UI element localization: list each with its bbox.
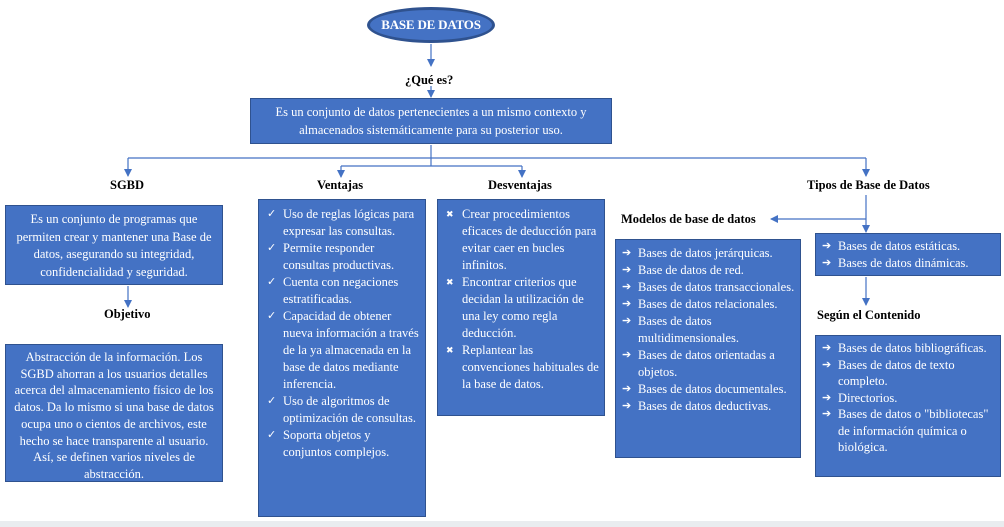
list-item: ✓Cuenta con negaciones estratificadas. xyxy=(267,275,399,306)
tipos-basic-box: ➔Bases de datos estáticas. ➔Bases de dat… xyxy=(815,233,1001,276)
models-list: ➔Bases de datos jerárquicas. ➔Base de da… xyxy=(616,245,796,415)
x-mark-icon: ✖ xyxy=(446,209,454,219)
arrow-right-icon: ➔ xyxy=(822,408,832,420)
list-item: ➔Directorios. xyxy=(822,390,898,405)
arrow-right-icon: ➔ xyxy=(622,281,632,293)
arrow-right-icon: ➔ xyxy=(622,315,632,327)
x-mark-icon: ✖ xyxy=(446,277,454,287)
arrow-right-icon: ➔ xyxy=(822,240,832,252)
list-item: ✓Uso de reglas lógicas para expresar las… xyxy=(267,207,415,238)
sgbd-box: Es un conjunto de programas que permiten… xyxy=(5,205,223,285)
tipos-label: Tipos de Base de Datos xyxy=(807,178,930,192)
definition-box: Es un conjunto de datos pertenecientes a… xyxy=(250,98,612,144)
ventajas-box: ✓Uso de reglas lógicas para expresar las… xyxy=(258,199,426,517)
list-item: ➔Bases de datos transaccionales. xyxy=(622,280,795,294)
question-label: ¿Qué es? xyxy=(405,73,454,87)
check-icon: ✓ xyxy=(267,310,277,322)
check-icon: ✓ xyxy=(267,208,277,220)
ventajas-label: Ventajas xyxy=(317,178,364,192)
title-node: BASE DE DATOS xyxy=(367,7,495,43)
desventajas-box: ✖Crear procedimientos eficaces de deducc… xyxy=(437,199,605,416)
tipos-basic-list: ➔Bases de datos estáticas. ➔Bases de dat… xyxy=(816,238,996,272)
list-item: ✖Replantear las convenciones habituales … xyxy=(446,343,599,391)
arrow-right-icon: ➔ xyxy=(822,358,832,371)
list-item: ➔Bases de datos jerárquicas. xyxy=(622,246,773,260)
list-item: ✓Permite responder consultas productivas… xyxy=(267,241,395,272)
arrow-right-icon: ➔ xyxy=(822,391,832,404)
list-item: ➔Bases de datos orientadas a objetos. xyxy=(622,348,775,379)
list-item: ✓Soporta objetos y conjuntos complejos. xyxy=(267,428,390,459)
content-label: Según el Contenido xyxy=(817,308,921,322)
arrow-right-icon: ➔ xyxy=(822,342,832,354)
objective-box: Abstracción de la información. Los SGBD … xyxy=(5,344,223,482)
bottom-strip xyxy=(0,521,1004,527)
list-item: ➔Bases de datos multidimensionales. xyxy=(622,314,740,345)
list-item: ➔Bases de datos relacionales. xyxy=(622,297,778,311)
content-box: ➔Bases de datos bibliográficas. ➔Bases d… xyxy=(815,335,1001,477)
models-label: Modelos de base de datos xyxy=(621,212,756,226)
arrow-right-icon: ➔ xyxy=(622,298,632,310)
list-item: ✖Crear procedimientos eficaces de deducc… xyxy=(446,207,597,272)
models-box: ➔Bases de datos jerárquicas. ➔Base de da… xyxy=(615,239,801,458)
content-list: ➔Bases de datos bibliográficas. ➔Bases d… xyxy=(816,340,996,456)
arrow-right-icon: ➔ xyxy=(822,257,832,269)
list-item: ➔Bases de datos deductivas. xyxy=(622,399,772,413)
list-item: ➔Bases de datos de texto completo. xyxy=(822,357,955,389)
arrow-right-icon: ➔ xyxy=(622,349,632,361)
list-item: ➔Base de datos de red. xyxy=(622,263,744,277)
list-item: ➔Bases de datos dinámicas. xyxy=(822,256,969,270)
list-item: ➔Bases de datos documentales. xyxy=(622,382,787,396)
check-icon: ✓ xyxy=(267,276,277,288)
desventajas-label: Desventajas xyxy=(488,178,552,192)
list-item: ➔Bases de datos estáticas. xyxy=(822,239,961,253)
arrow-right-icon: ➔ xyxy=(622,247,632,259)
list-item: ✓Capacidad de obtener nueva información … xyxy=(267,309,419,391)
list-item: ➔Bases de datos o "bibliotecas" de infor… xyxy=(822,407,989,454)
desventajas-list: ✖Crear procedimientos eficaces de deducc… xyxy=(440,206,600,393)
ventajas-list: ✓Uso de reglas lógicas para expresar las… xyxy=(261,206,421,461)
sgbd-label: SGBD xyxy=(110,178,145,192)
check-icon: ✓ xyxy=(267,395,277,407)
list-item: ✓Uso de algoritmos de optimización de co… xyxy=(267,394,416,425)
arrow-right-icon: ➔ xyxy=(622,400,632,412)
arrow-right-icon: ➔ xyxy=(622,264,632,276)
list-item: ➔Bases de datos bibliográficas. xyxy=(822,341,987,355)
check-icon: ✓ xyxy=(267,242,277,254)
objective-label: Objetivo xyxy=(104,307,151,321)
check-icon: ✓ xyxy=(267,429,277,441)
arrow-right-icon: ➔ xyxy=(622,383,632,395)
x-mark-icon: ✖ xyxy=(446,345,454,355)
list-item: ✖Encontrar criterios que decidan la util… xyxy=(446,275,584,340)
